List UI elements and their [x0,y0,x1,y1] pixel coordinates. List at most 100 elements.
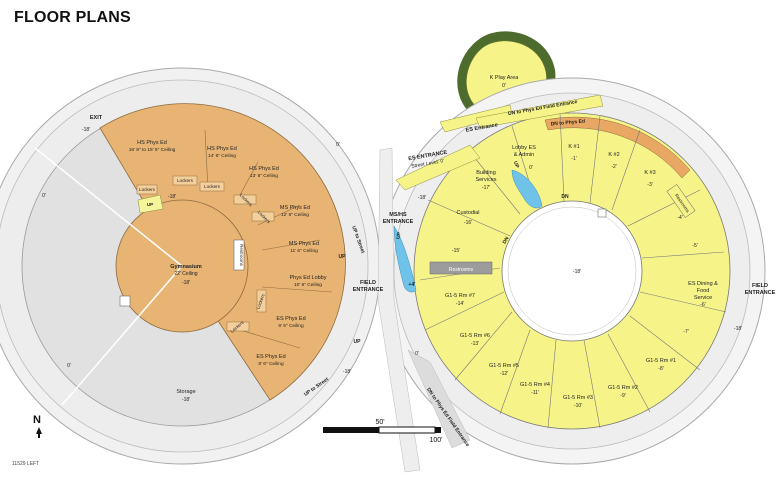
label-court-level: -18' [573,269,581,275]
scale-mid-label: 50' [375,419,384,426]
label-rm3-level: -10' [574,403,582,409]
wall [547,339,557,429]
label-dn-1: DN [561,194,569,200]
label-rm5-name: G1-5 Rm #5 [489,363,519,369]
label-ms-ped2-ceiling: 11' 6" Ceiling [290,248,318,254]
label-rm3-name: G1-5 Rm #3 [563,395,593,401]
label-rm1-level: -8' [658,366,663,372]
wall [427,199,511,237]
label-bldg-line2: Services [475,177,496,183]
label-lvl-minus4: -4' [677,215,682,221]
label-outer-left-level: -18' [418,195,426,201]
label-lobby-level: 0' [529,165,533,171]
wall [627,189,701,227]
label-lockers-a: Lockers [139,187,156,192]
scale-bar-end [435,427,441,433]
label-ms-hs-2: ENTRANCE [383,219,414,225]
label-dn-2: DN [502,236,511,246]
label-up-right: UP [339,254,347,260]
label-dining-line3: Service [694,295,712,301]
label-ms-ped1-ceiling: 12' 6" Ceiling [281,212,309,218]
label-es-ped2-name: ES Phys Ed [256,354,285,360]
partition [261,286,333,293]
wall [639,291,727,313]
label-gym-level: -18' [182,280,190,286]
partition [204,129,209,191]
label-ramp-level: +4' [409,282,416,288]
label-lobby-name: Phys Ed Lobby [290,275,327,281]
scale-bar-segment-2 [378,426,436,434]
label-ms-ped1-name: MS Phys Ed [280,205,310,211]
label-custodial-name: Custodial [457,210,480,216]
label-level-bottom: 0' [336,142,340,148]
lockers-box [233,194,257,205]
scale-bar: 50' 100' [323,419,443,444]
label-hs-ped1-name: HS Phys Ed [137,140,167,146]
lockers-box [172,175,198,186]
label-field-entrance-2: ENTRANCE [745,290,776,296]
label-top-level: 0' [42,193,46,199]
label-lvl-minus15: -15' [452,248,460,254]
label-lobby-line2: & Admin [514,152,534,158]
label-restrooms-left: Restrooms [449,267,474,273]
label-hs-ped2-ceiling: 14' 6" Ceiling [208,153,236,159]
label-lvl-minus5: -5' [692,243,697,249]
west-walkway [377,147,421,473]
label-rm2-level: -9' [620,393,625,399]
label-rm4-name: G1-5 Rm #4 [520,382,550,388]
wall [583,339,601,429]
label-rm1-name: G1-5 Rm #1 [646,358,676,364]
label-kplay-name: K Play Area [490,75,520,81]
label-lobby-ceiling: 10' 6" Ceiling [294,282,322,288]
es-entrance-walk [395,144,481,191]
label-rm6-level: -13' [471,341,479,347]
drawing-code: 11529 LEFT [12,461,40,467]
label-up-lower: UP [354,339,362,345]
scale-bar-segment-1 [323,427,379,433]
partition [239,161,259,196]
label-street-level: Street Level: 0' [411,158,445,170]
label-level-right: -18' [343,369,351,375]
label-es-ped1-ceiling: 9' 6" Ceiling [278,323,304,329]
label-es-entrance: ES Entrance [465,122,498,134]
label-es-ped2-ceiling: 8' 6" Ceiling [258,361,284,367]
label-ms-hs-1: MS/HS [389,212,407,218]
label-rm2-name: G1-5 Rm #2 [608,385,638,391]
label-k1-name: K #1 [568,144,579,150]
lockers-box [199,181,225,192]
lockers-box [256,289,267,313]
label-lobby-line1: Lobby ES [512,145,536,151]
restrooms-box-right [666,184,696,218]
label-field-entrance-2: ENTRANCE [353,287,384,293]
restrooms-box-left [429,261,493,275]
label-kplay-level: 0' [502,83,506,89]
label-dining-line1: ES Dining & [688,281,718,287]
label-dn-phys-short: DN to Phys Ed [550,119,585,128]
label-rm4-level: -11' [531,390,539,396]
partition [261,239,321,251]
dn-field-entrance-ramp [475,94,604,129]
label-ms-ped2-name: MS Phys Ed [289,241,319,247]
label-k3-name: K #3 [644,170,655,176]
lockers-box [136,184,158,195]
north-arrow-label: N [33,414,41,426]
label-k2-name: K #2 [608,152,619,158]
label-storage-name: Storage [176,389,195,395]
label-lockers-f: Lockers [256,293,266,310]
label-exit: EXIT [90,115,103,121]
lockers-box [226,321,250,332]
page-title: FLOOR PLANS [14,9,131,26]
label-rm5-level: -12' [500,371,508,377]
wall [559,112,565,202]
wall [629,315,701,371]
wall [424,291,505,331]
storage-divider [61,265,183,406]
label-rm6-name: G1-5 Rm #6 [460,333,490,339]
scale-end-label: 100' [429,437,442,444]
wall [469,151,521,215]
courtyard-inner [507,206,637,336]
wall [607,333,651,413]
label-up-lobby: UP [512,160,520,169]
